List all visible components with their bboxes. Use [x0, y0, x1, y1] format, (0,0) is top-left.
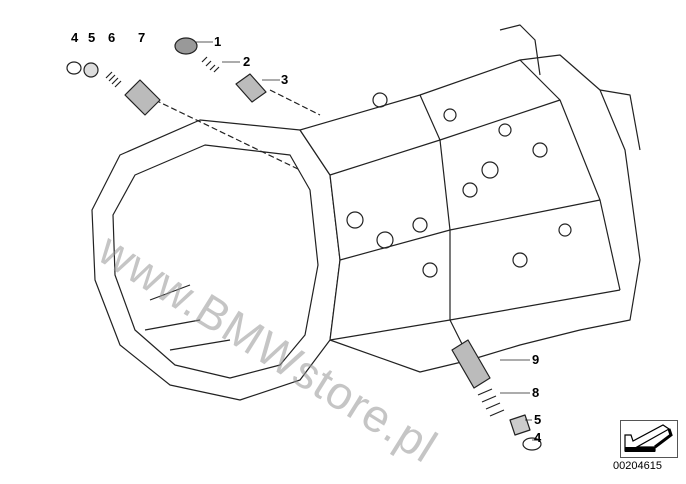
- callout-1: 1: [214, 34, 222, 49]
- part-1-plug: [174, 37, 198, 55]
- part-6-spring: [105, 71, 122, 88]
- callout-4: 4: [71, 30, 79, 45]
- callout-8: 8: [532, 385, 540, 400]
- callout-7: 7: [138, 30, 146, 45]
- part-2-spring: [201, 56, 220, 73]
- callout-6: 6: [108, 30, 116, 45]
- callout-5-lower: 5: [534, 412, 542, 427]
- part-7-pin: [124, 79, 161, 116]
- part-9-sleeve: [451, 339, 491, 389]
- part-5-plug-lower: [509, 414, 531, 436]
- part-8-spring: [477, 388, 505, 417]
- callout-9: 9: [532, 352, 540, 367]
- callout-2: 2: [243, 54, 251, 69]
- diagram-id: 00204615: [613, 460, 662, 472]
- arrow-back-icon: [624, 424, 673, 452]
- gearbox-case: [299, 54, 641, 373]
- callout-5: 5: [88, 30, 96, 45]
- part-3-sleeve: [235, 73, 267, 103]
- callout-3: 3: [281, 72, 289, 87]
- part-5-plug: [83, 62, 99, 78]
- part-4-ring: [66, 61, 82, 75]
- part-4-ring-lower: [522, 437, 542, 451]
- callout-4-lower: 4: [534, 430, 542, 445]
- back-arrow-button[interactable]: [620, 420, 678, 458]
